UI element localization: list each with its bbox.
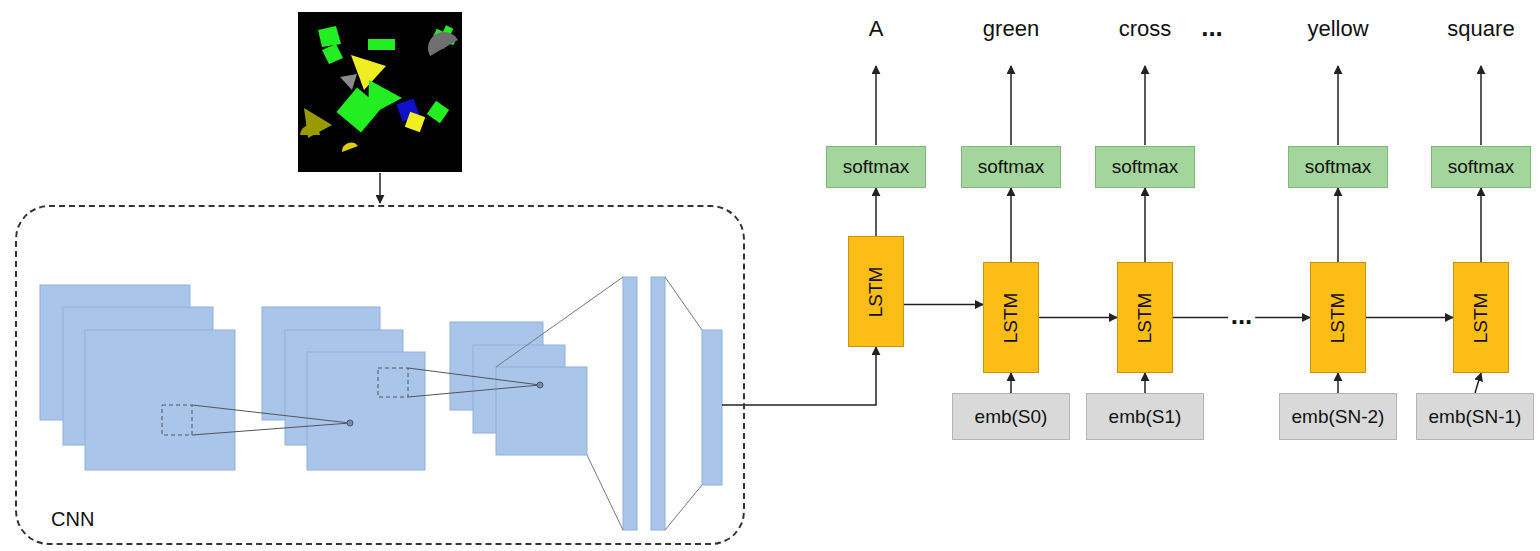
input-image-shape <box>322 44 343 64</box>
box-label: softmax <box>1305 156 1372 178</box>
receptive-field-line <box>537 382 543 388</box>
box-label: LSTM <box>1000 292 1022 343</box>
output-word: square <box>1447 18 1514 40</box>
input-image-shape <box>368 39 395 50</box>
cnn-layer <box>702 330 722 485</box>
connector-arrow <box>904 304 983 306</box>
box-label: LSTM <box>1470 292 1492 343</box>
output-word: yellow <box>1307 18 1368 40</box>
receptive-field-line <box>408 385 540 397</box>
connector-arrow <box>1010 188 1012 262</box>
receptive-field-line <box>192 423 350 435</box>
input-image-shape <box>300 125 320 135</box>
output-arrow <box>1144 66 1146 145</box>
box-label: emb(SN-1) <box>1429 406 1522 428</box>
connector-arrow <box>1144 373 1146 393</box>
ellipsis: ... <box>1201 14 1223 40</box>
lstm-cell: LSTM <box>1117 262 1173 373</box>
lstm-cell: LSTM <box>848 236 904 347</box>
box-label: softmax <box>978 156 1045 178</box>
output-word: A <box>869 18 884 40</box>
cnn-layer <box>651 277 665 530</box>
box-label: softmax <box>1112 156 1179 178</box>
receptive-field-line <box>587 455 623 530</box>
output-word: green <box>983 18 1039 40</box>
receptive-field-line <box>665 485 702 530</box>
connector-arrow <box>1475 373 1481 393</box>
connector-group <box>745 188 1481 405</box>
connector-arrow <box>1366 317 1453 319</box>
cnn-layer <box>85 330 235 470</box>
group-label: CNN <box>51 508 94 531</box>
box-label: emb(SN-2) <box>1292 406 1385 428</box>
softmax-box: softmax <box>1095 146 1195 188</box>
softmax-box: softmax <box>1431 146 1531 188</box>
cnn-group: CNN <box>15 205 745 545</box>
box-label: LSTM <box>1327 292 1349 343</box>
connector-arrow <box>875 188 877 236</box>
input-image-shape <box>405 112 426 133</box>
input-image-shape <box>318 26 341 47</box>
softmax-box: softmax <box>961 146 1061 188</box>
shape <box>379 173 381 203</box>
edge-label: ... <box>1228 302 1256 328</box>
receptive-field-line <box>347 420 353 426</box>
input-image-shape <box>351 55 386 90</box>
receptive-field-line <box>408 368 540 385</box>
input-image-shape <box>427 101 449 123</box>
cnn-layer <box>40 277 722 530</box>
cnn-layer <box>623 277 637 530</box>
embedding-box: emb(S1) <box>1086 393 1204 440</box>
output-arrow <box>875 66 877 145</box>
embedding-box: emb(S0) <box>952 393 1070 440</box>
connector-arrow <box>1144 188 1146 262</box>
receptive-field-line <box>192 405 350 423</box>
output-arrow <box>1480 66 1482 145</box>
softmax-box: softmax <box>1288 146 1388 188</box>
input-image-shape <box>336 87 381 132</box>
lstm-cell: LSTM <box>1310 262 1366 373</box>
box-label: LSTM <box>1134 292 1156 343</box>
cnn-layer <box>307 352 425 470</box>
receptive-field-line <box>162 405 192 435</box>
connector-arrow <box>1480 188 1482 262</box>
box-label: LSTM <box>865 266 887 317</box>
connector-arrow <box>1337 373 1339 393</box>
receptive-field-line <box>496 277 623 367</box>
receptive-field-line <box>722 404 745 406</box>
connector-arrow <box>1010 373 1012 393</box>
input-image-shape <box>298 12 462 172</box>
input-image-shape <box>422 26 458 56</box>
box-label: emb(S0) <box>975 406 1048 428</box>
input-image-shape <box>340 74 357 90</box>
embedding-box: emb(SN-2) <box>1279 393 1397 440</box>
connector-arrow <box>1039 317 1117 319</box>
box-label: emb(S1) <box>1109 406 1182 428</box>
receptive-field-line <box>665 277 702 330</box>
output-arrow <box>1010 66 1012 145</box>
input-image-shape <box>342 143 358 152</box>
box-label: softmax <box>843 156 910 178</box>
output-arrow <box>1337 66 1339 145</box>
connector-arrow <box>745 347 876 405</box>
output-arrow <box>876 66 1481 145</box>
box-label: softmax <box>1448 156 1515 178</box>
receptive-field-line <box>378 368 408 397</box>
softmax-box: softmax <box>826 146 926 188</box>
lstm-cell: LSTM <box>1453 262 1509 373</box>
connector-arrow <box>1337 188 1339 262</box>
embedding-box: emb(SN-1) <box>1416 393 1534 440</box>
lstm-cell: LSTM <box>983 262 1039 373</box>
input-image-shape <box>298 12 462 172</box>
cnn-layer <box>496 367 587 455</box>
receptive-field-line <box>162 277 745 530</box>
output-word: cross <box>1119 18 1172 40</box>
